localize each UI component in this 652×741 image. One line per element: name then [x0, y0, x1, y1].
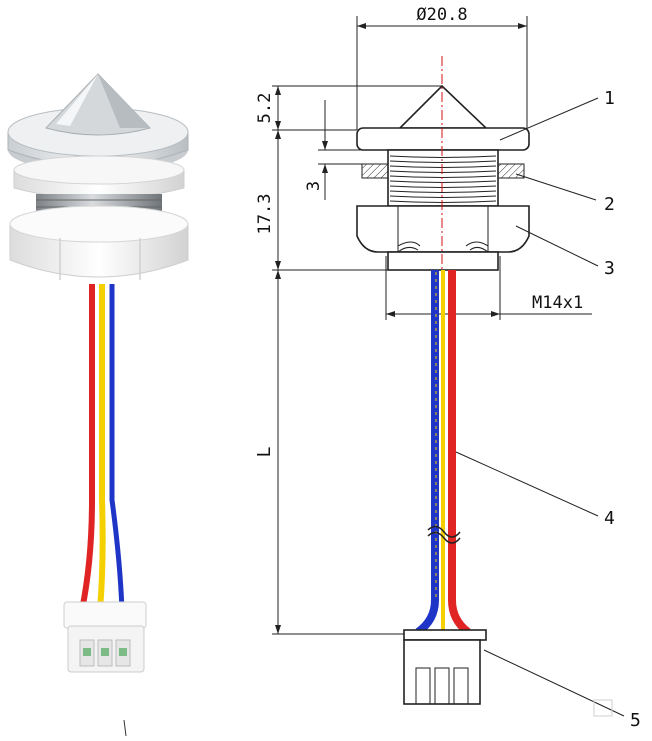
thread-label: M14x1 — [532, 293, 583, 313]
stray-mark — [123, 719, 127, 737]
thread-dimension: M14x1 — [385, 256, 592, 320]
callout-1: 1 — [604, 88, 615, 109]
technical-drawing: Ø20.8 — [254, 5, 641, 731]
body-height-label: 17.3 — [255, 194, 275, 235]
thread-ridge — [389, 200, 497, 203]
callout-2: 2 — [604, 194, 615, 215]
thread-ridge — [389, 175, 497, 178]
thread-ridge — [389, 160, 497, 163]
lens-height-label: 5.2 — [255, 93, 275, 124]
break-mark — [427, 525, 461, 538]
cable-length-label: L — [254, 446, 275, 457]
thread-ridge — [389, 190, 497, 193]
watermark-mark — [593, 699, 613, 717]
diameter-dimension: Ø20.8 — [356, 5, 528, 130]
callout-4: 4 — [604, 508, 615, 529]
drawing-thread — [387, 149, 499, 207]
photo-washer — [13, 155, 185, 200]
drawing-lens — [356, 84, 530, 151]
thread-ridge — [389, 180, 497, 183]
drawing-connector — [403, 629, 487, 705]
photo-hex-nut — [9, 205, 189, 280]
thread-ridge — [389, 165, 497, 168]
thread-ridge — [389, 195, 497, 198]
callouts: 1 2 3 4 5 — [455, 88, 641, 731]
thread-ridge — [389, 155, 497, 158]
drawing-hex-nut — [356, 205, 530, 271]
washer-thickness-label: 3 — [304, 181, 324, 191]
callout-5: 5 — [630, 710, 641, 731]
thread-ridge — [389, 185, 497, 188]
product-photo — [7, 73, 189, 737]
length-dimension: L — [254, 270, 410, 635]
drawing-cable — [415, 270, 471, 636]
photo-wires — [79, 284, 125, 611]
photo-connector — [63, 601, 147, 673]
height-dimensions: 5.2 17.3 3 — [255, 85, 442, 271]
thread-ridge — [389, 170, 497, 173]
diameter-label: Ø20.8 — [416, 5, 467, 25]
callout-3: 3 — [604, 258, 615, 279]
